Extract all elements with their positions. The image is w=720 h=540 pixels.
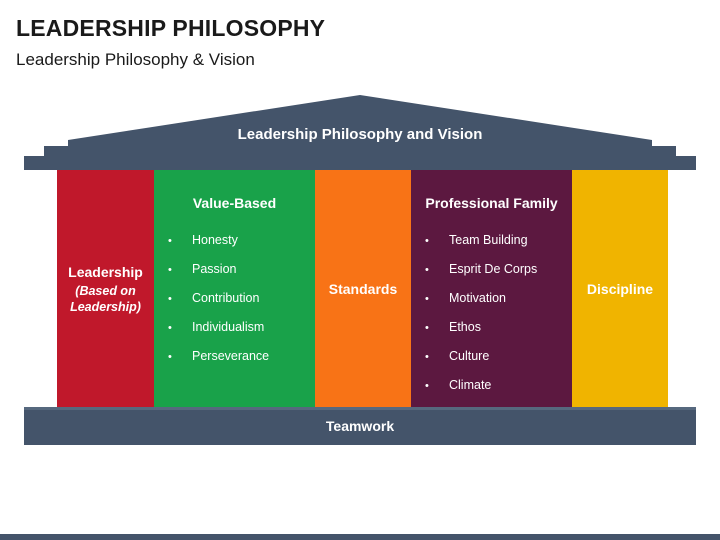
page-title: LEADERSHIP PHILOSOPHY [16,15,326,41]
pillar-discipline-title: Discipline [586,281,654,297]
bullet-icon: • [425,322,429,334]
pillar-standards-title: Standards [328,281,398,297]
bullet-icon: • [425,235,429,247]
list-item: •Motivation [425,291,506,305]
pillar-leadership-title: Leadership [68,263,143,280]
roof-step-middle [44,146,676,156]
slide-bottom-bar [0,534,720,540]
bullet-icon: • [168,264,172,276]
roof-step-top [68,140,652,146]
pillar-standards: Standards [315,170,411,408]
bullet-icon: • [168,322,172,334]
list-item: •Contribution [168,291,260,305]
bullet-icon: • [168,351,172,363]
roof-pediment [68,95,652,140]
list-item: •Perseverance [168,349,270,363]
foundation-base [24,407,696,445]
bullet-icon: • [425,351,429,363]
roof-label: Leadership Philosophy and Vision [237,126,483,143]
list-item: •Climate [425,378,492,392]
pillar-professional-family: Professional Family •Team Building •Espr… [411,170,572,408]
pillar-professional-family-title: Professional Family [425,195,558,211]
list-item: •Culture [425,349,490,363]
roof-step-bottom [24,156,696,170]
list-item: •Team Building [425,233,528,247]
list-item: •Honesty [168,233,238,247]
list-item: •Ethos [425,320,481,334]
foundation-label: Teamwork [325,418,395,434]
bullet-icon: • [425,293,429,305]
value-based-list: •Honesty •Passion •Contribution •Individ… [168,232,269,377]
bullet-icon: • [168,293,172,305]
list-item: •Esprit De Corps [425,262,538,276]
pillar-discipline: Discipline [572,170,668,408]
page-subtitle: Leadership Philosophy & Vision [16,50,255,69]
professional-family-list: •Team Building •Esprit De Corps •Motivat… [425,232,537,406]
pillar-value-based: Value-Based •Honesty •Passion •Contribut… [154,170,315,408]
pillar-value-based-title: Value-Based [192,195,277,211]
bullet-icon: • [168,235,172,247]
list-item: •Passion [168,262,237,276]
bullet-icon: • [425,380,429,392]
bullet-icon: • [425,264,429,276]
pillar-leadership: Leadership (Based on Leadership) [57,170,154,408]
list-item: •Individualism [168,320,265,334]
pillar-leadership-subtitle: (Based on Leadership) [70,283,141,314]
foundation-ledge [24,407,696,410]
